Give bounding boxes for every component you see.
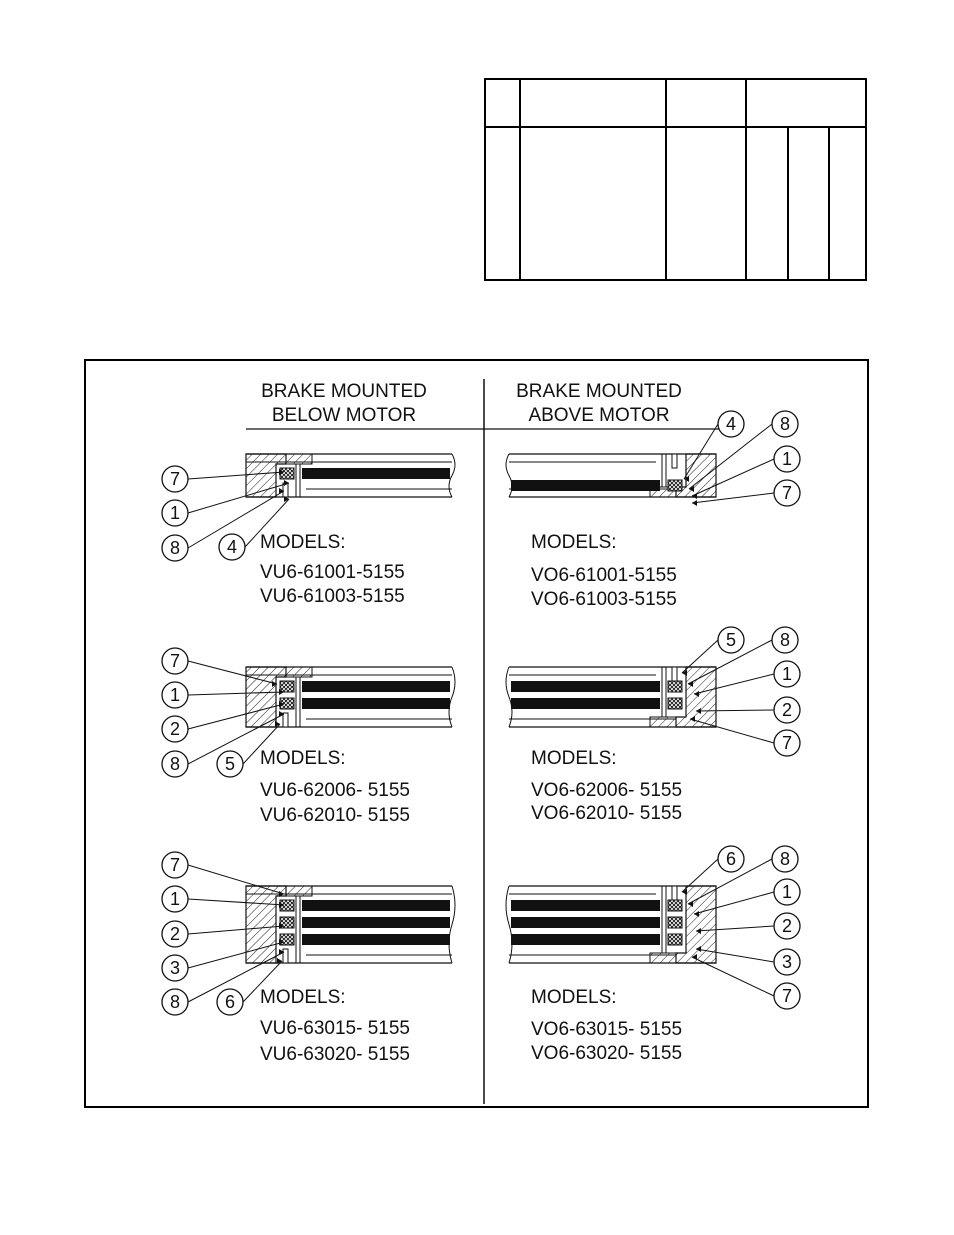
callout-number: 4 xyxy=(726,414,736,434)
models-label: MODELS: xyxy=(531,748,617,769)
callout-bubble: 4 xyxy=(218,496,290,561)
callout-bubble: 2 xyxy=(695,696,801,724)
callout-bubble: 7 xyxy=(161,465,285,493)
above-header-line2: ABOVE MOTOR xyxy=(528,405,669,426)
callout-bubble: 6 xyxy=(681,845,745,895)
above-motor-assembly xyxy=(505,885,717,964)
model-number: VO6-61001-5155 xyxy=(531,565,677,586)
callout-number: 2 xyxy=(782,916,792,936)
callout-bubble: 2 xyxy=(161,920,285,948)
callout-bubbles: 7 1 8 4 4 8 1 7 7 1 2 8 5 5 8 1 2 7 7 1 2 3 8 6 6 8 1 2 3 7 xyxy=(161,410,801,1016)
callout-number: 2 xyxy=(170,924,180,944)
callout-number: 8 xyxy=(170,754,180,774)
callout-number: 1 xyxy=(170,889,180,909)
callout-number: 6 xyxy=(726,849,736,869)
callout-bubble: 5 xyxy=(681,626,745,676)
callout-bubble: 8 xyxy=(687,845,799,907)
callout-number: 7 xyxy=(782,733,792,753)
model-number: VO6-62010- 5155 xyxy=(531,803,682,824)
model-number: VU6-61001-5155 xyxy=(260,562,405,583)
callout-number: 1 xyxy=(782,882,792,902)
callout-bubble: 5 xyxy=(216,721,281,778)
callout-number: 1 xyxy=(782,449,792,469)
callout-bubble: 2 xyxy=(161,701,285,743)
above-motor-assembly xyxy=(505,453,717,498)
model-number: VU6-62006- 5155 xyxy=(260,780,410,801)
callout-number: 7 xyxy=(782,986,792,1006)
callout-bubble: 7 xyxy=(691,479,801,507)
models-label: MODELS: xyxy=(260,532,346,553)
model-number: VU6-62010- 5155 xyxy=(260,805,410,826)
models-label: MODELS: xyxy=(531,987,617,1008)
above-header-line1: BRAKE MOUNTED xyxy=(516,381,682,402)
callout-number: 8 xyxy=(780,630,790,650)
callout-bubble: 8 xyxy=(161,488,285,562)
callout-number: 3 xyxy=(170,958,180,978)
callout-bubble: 1 xyxy=(691,445,801,499)
model-number: VO6-63015- 5155 xyxy=(531,1019,682,1040)
callout-number: 8 xyxy=(170,992,180,1012)
models-label: MODELS: xyxy=(260,987,346,1008)
below-header-line1: BRAKE MOUNTED xyxy=(261,381,427,402)
callout-bubble: 2 xyxy=(695,912,801,940)
model-number: VO6-62006- 5155 xyxy=(531,780,682,801)
callout-bubble: 1 xyxy=(161,480,290,527)
callout-bubble: 4 xyxy=(683,410,745,482)
callout-bubble: 8 xyxy=(161,949,285,1016)
model-number: VO6-61003-5155 xyxy=(531,589,677,610)
callout-number: 7 xyxy=(170,469,180,489)
model-number: VU6-63015- 5155 xyxy=(260,1018,410,1039)
callout-number: 5 xyxy=(726,630,736,650)
models-label: MODELS: xyxy=(531,532,617,553)
model-number: VO6-63020- 5155 xyxy=(531,1043,682,1064)
callout-bubble: 3 xyxy=(695,946,801,976)
brake-assemblies xyxy=(245,453,717,964)
callout-bubble: 6 xyxy=(216,958,283,1016)
callout-bubble: 7 xyxy=(691,954,801,1010)
callout-bubble: 3 xyxy=(161,939,285,982)
callout-number: 7 xyxy=(170,651,180,671)
callout-bubble: 8 xyxy=(161,711,285,778)
callout-number: 8 xyxy=(170,538,180,558)
callout-bubble: 8 xyxy=(687,626,799,687)
callout-number: 1 xyxy=(170,685,180,705)
brake-mounting-diagram: BRAKE MOUNTED BELOW MOTOR BRAKE MOUNTED … xyxy=(84,359,869,1108)
callout-bubble: 7 xyxy=(161,647,278,687)
parts-table-empty xyxy=(484,78,867,281)
callout-number: 8 xyxy=(780,414,790,434)
callout-number: 2 xyxy=(782,700,792,720)
callout-number: 4 xyxy=(227,537,237,557)
above-motor-assembly xyxy=(505,666,717,728)
callout-number: 1 xyxy=(170,503,180,523)
callout-bubble: 1 xyxy=(693,660,801,697)
below-motor-assembly xyxy=(245,666,456,728)
callout-number: 3 xyxy=(782,952,792,972)
callout-number: 1 xyxy=(782,664,792,684)
callout-bubble: 1 xyxy=(693,878,801,917)
below-motor-assembly xyxy=(245,453,456,498)
below-header-line2: BELOW MOTOR xyxy=(272,405,416,426)
model-number: VU6-61003-5155 xyxy=(260,586,405,607)
callout-bubble: 1 xyxy=(161,885,285,913)
below-motor-assembly xyxy=(245,885,456,964)
callout-bubble: 7 xyxy=(161,851,285,897)
callout-number: 7 xyxy=(782,483,792,503)
callout-number: 2 xyxy=(170,719,180,739)
callout-bubble: 1 xyxy=(161,681,285,709)
models-label: MODELS: xyxy=(260,748,346,769)
callout-number: 8 xyxy=(780,849,790,869)
model-number: VU6-63020- 5155 xyxy=(260,1044,410,1065)
callout-bubble: 7 xyxy=(689,716,801,757)
callout-number: 7 xyxy=(170,855,180,875)
callout-number: 6 xyxy=(225,992,235,1012)
callout-bubble: 8 xyxy=(688,410,799,492)
callout-number: 5 xyxy=(225,754,235,774)
